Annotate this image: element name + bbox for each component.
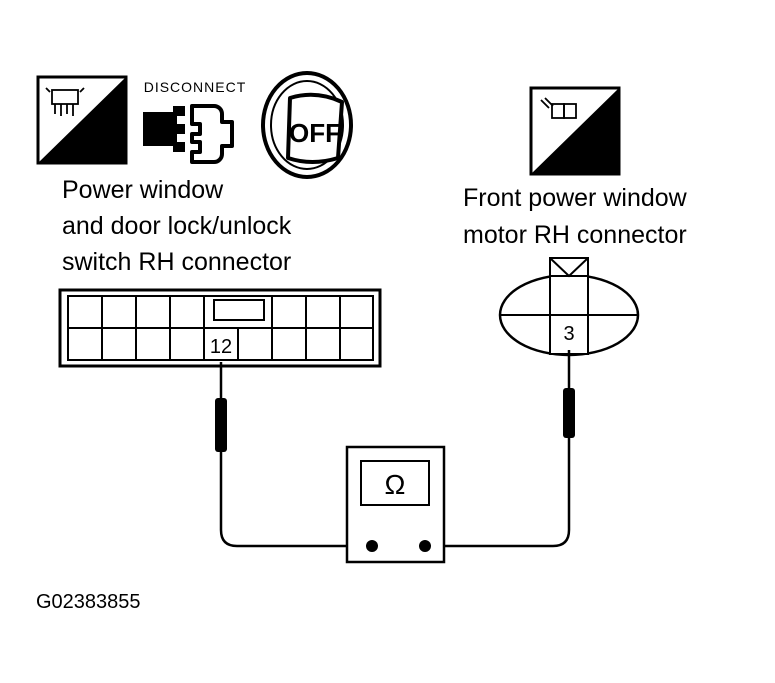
meter-terminal-left (366, 540, 378, 552)
left-connector: 12 (58, 288, 382, 368)
harness-side-label: H.S. (73, 139, 112, 161)
terminal-side-label: T.S. (569, 151, 603, 173)
left-title-line-2: and door lock/unlock (62, 212, 292, 240)
ohmmeter: Ω (345, 445, 446, 564)
left-probe (215, 398, 227, 452)
right-title-line-1: Front power window (463, 184, 688, 212)
ignition-off-label: OFF (289, 118, 341, 148)
right-title-line-2: motor RH connector (463, 221, 687, 249)
left-title-line-1: Power window (62, 176, 224, 204)
right-connector-title: Front power window motor RH connector (463, 184, 688, 249)
disconnect-label: DISCONNECT (144, 79, 247, 95)
ohm-symbol: Ω (385, 469, 406, 500)
left-title-line-3: switch RH connector (62, 248, 291, 276)
disconnect-icon: DISCONNECT (143, 79, 247, 164)
left-pin-label: 12 (210, 336, 232, 358)
terminal-side-icon: T.S. (529, 86, 621, 176)
right-probe (563, 388, 575, 438)
ignition-off-icon: OFF (261, 71, 353, 179)
right-connector: 3 (498, 257, 640, 357)
right-pin-label: 3 (563, 323, 574, 345)
left-connector-title: Power window and door lock/unlock switch… (62, 176, 292, 276)
meter-terminal-right (419, 540, 431, 552)
figure-id: G02383855 (36, 591, 141, 613)
test-wires (219, 350, 571, 548)
harness-side-icon: H.S. (36, 75, 128, 165)
